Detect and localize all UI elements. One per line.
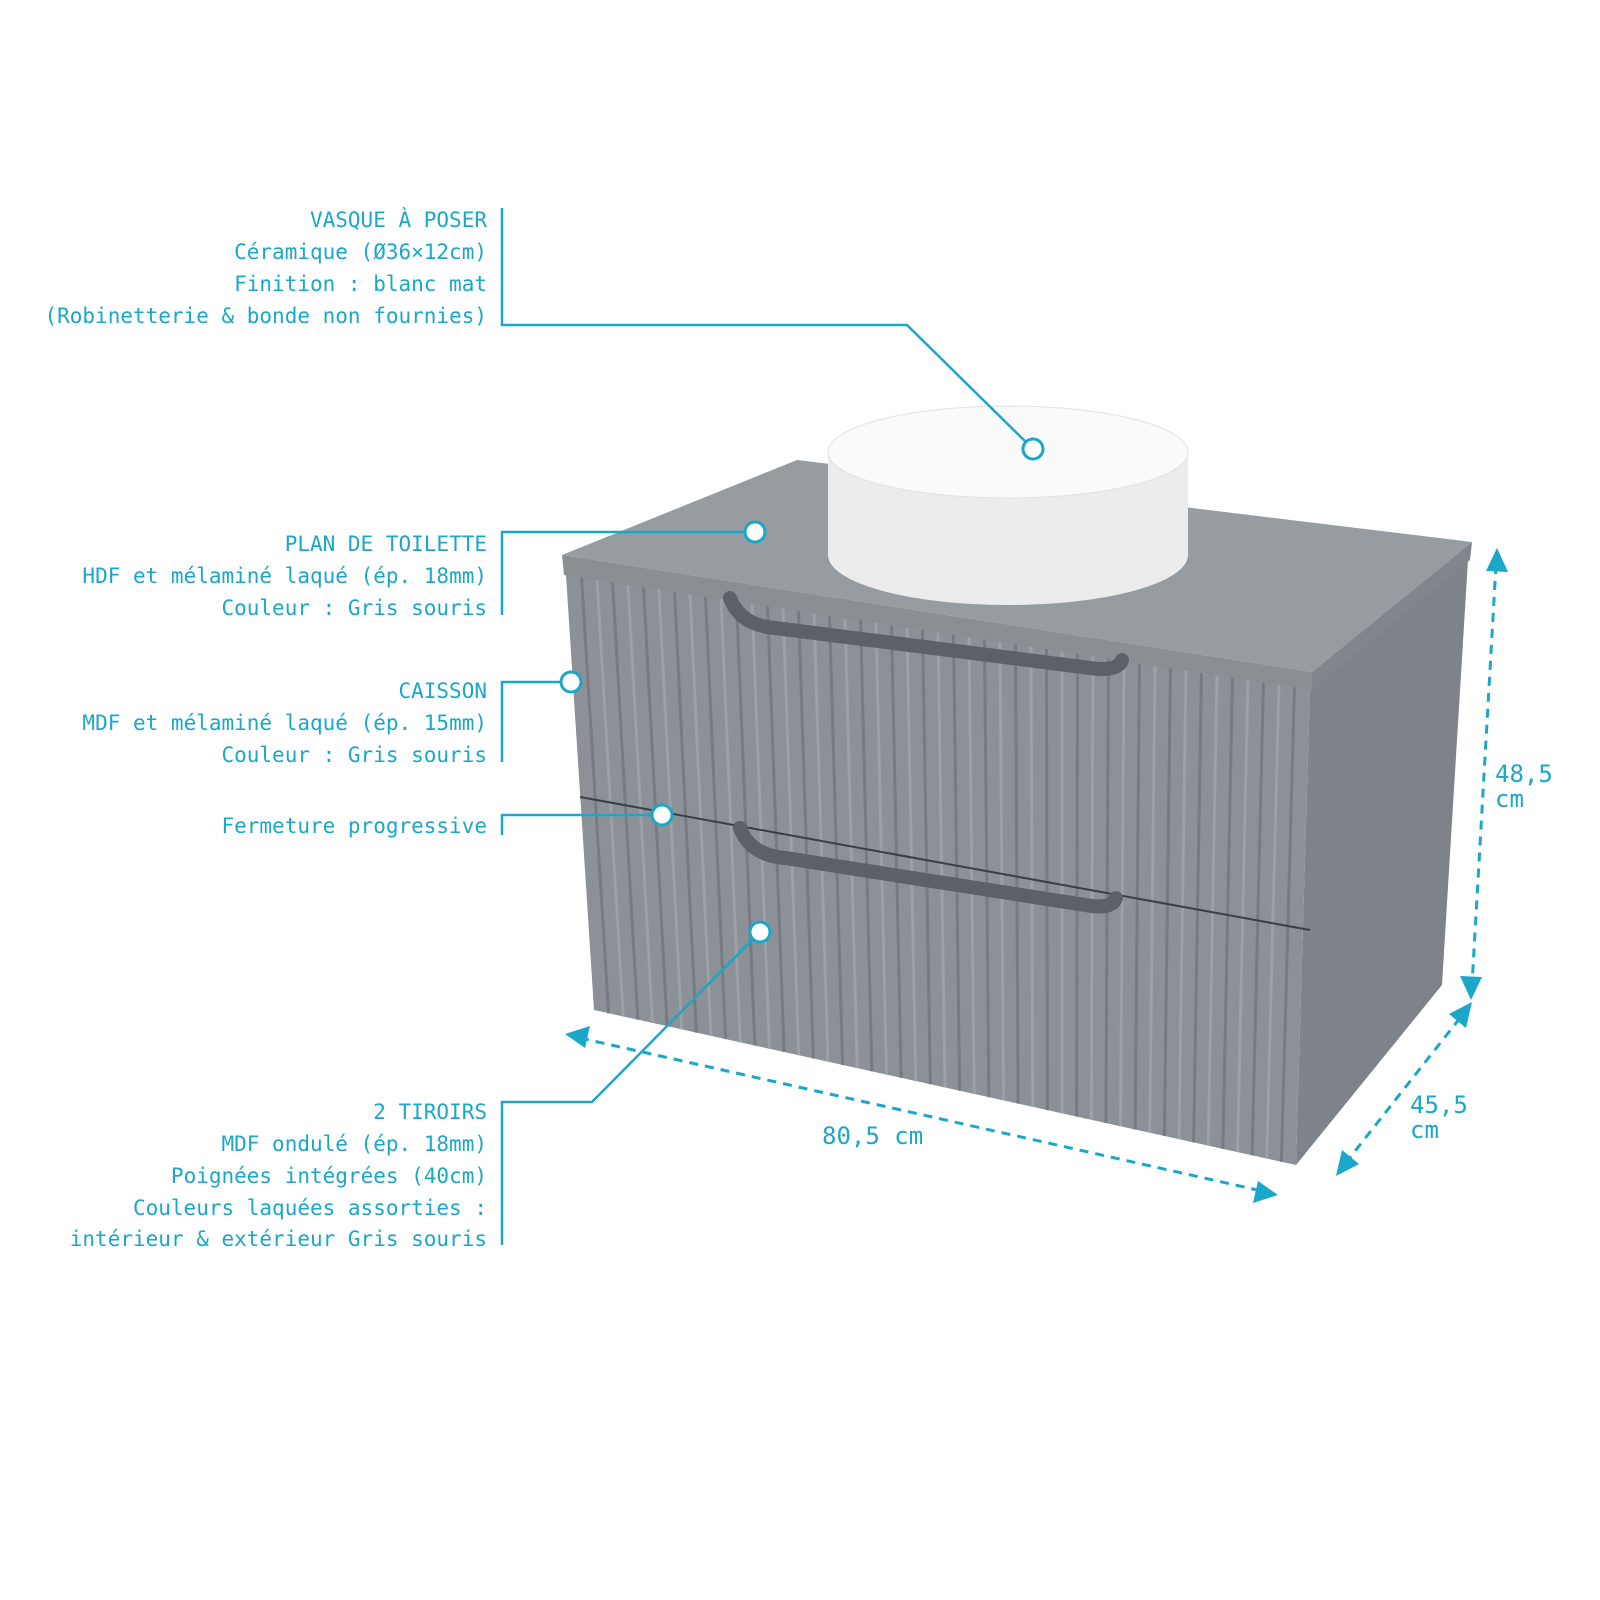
flute-groove [1045,647,1049,1111]
width-unit: cm [894,1122,923,1150]
flute-groove [812,612,830,1062]
bottom-drawer-handle [733,821,1123,914]
callout-line: Finition : blanc mat [234,272,487,296]
svg-text:80,5 cm: 80,5 cm [822,1122,923,1150]
flute-groove [936,631,947,1088]
flute-groove [905,626,918,1082]
flute-groove [983,638,991,1098]
flute-groove [828,614,845,1065]
flute-groove [1250,680,1265,1156]
flute-groove [797,610,815,1059]
arrow-down-icon [1460,976,1482,1000]
flute-groove [735,600,757,1046]
callout-line: Poignées intégrées (40cm) [171,1164,487,1188]
depth-value: 45,5 [1410,1091,1468,1119]
cabinet-side [1296,560,1468,1165]
arrow-up-right-icon [1449,1002,1472,1028]
callout-line: CAISSON [398,679,487,703]
flute-groove [1192,671,1203,1143]
cabinet [562,460,1472,1165]
depth-unit: cm [1410,1116,1439,1144]
width-value: 80,5 [822,1122,880,1150]
countertop-side-edge [1312,542,1472,690]
height-unit: cm [1495,785,1524,813]
flute-groove [766,605,786,1053]
callout-tiroirs: 2 TIROIRS MDF ondulé (ép. 18mm) Poignées… [70,1100,487,1251]
callout-plan: PLAN DE TOILETTE HDF et mélaminé laqué (… [82,532,487,620]
callout-line: Fermeture progressive [221,814,487,838]
callout-line: MDF et mélaminé laqué (ép. 15mm) [82,711,487,735]
flute-groove [998,640,1005,1101]
flute-groove [1119,659,1126,1127]
flute-groove [781,607,801,1056]
arrow-left-icon [565,1026,590,1048]
depth-dimension: 45,5 cm [1336,1002,1472,1176]
flute-groove [673,591,698,1033]
flute-groove [1177,669,1188,1140]
flute-groove [1029,645,1035,1107]
callout-fermeture: Fermeture progressive [221,814,487,838]
callout-line: VASQUE À POSER [310,207,487,232]
callout-line: 2 TIROIRS [373,1100,487,1124]
flute-groove [1236,678,1250,1153]
callout-lines [500,208,1045,1245]
flute-groove [1221,676,1234,1149]
flute-groove [859,619,874,1072]
plan-marker [743,520,767,544]
height-dimension: 48,5 cm [1460,548,1553,1000]
vasque-marker [1021,437,1045,461]
callout-caisson: CAISSON MDF et mélaminé laqué (ép. 15mm)… [82,679,487,767]
flute-groove [1279,685,1296,1162]
width-dimension: 80,5 cm [565,1026,1278,1203]
callout-line: MDF ondulé (ép. 18mm) [221,1132,487,1156]
flute-groove [952,633,962,1091]
arrow-down-left-icon [1336,1150,1359,1176]
flute-groove [1206,673,1219,1146]
basin [827,405,1189,605]
drawer-divider [579,796,1311,931]
fermeture-marker [650,803,674,827]
drawer-flutes [580,577,1296,1162]
flute-groove [843,617,859,1069]
callout-line: intérieur & extérieur Gris souris [70,1227,487,1251]
arrow-up-icon [1486,548,1508,572]
flute-groove [1265,683,1281,1159]
callout-line: Couleur : Gris souris [221,743,487,767]
flute-groove [874,622,888,1075]
flute-groove [1148,664,1157,1133]
callout-line: PLAN DE TOILETTE [285,532,487,556]
flute-groove [1014,643,1020,1104]
flute-groove [1104,657,1110,1124]
callout-line: HDF et mélaminé laqué (ép. 18mm) [82,564,487,588]
flute-groove [704,596,728,1040]
top-drawer-handle [723,591,1129,676]
flute-groove [890,624,903,1078]
callout-vasque: VASQUE À POSER Céramique (Ø36×12cm) Fini… [44,207,487,328]
flute-groove [967,636,976,1094]
callout-line: Couleurs laquées assorties : [133,1196,487,1220]
height-value: 48,5 [1495,760,1553,788]
flute-groove [580,577,611,1014]
flute-groove [1162,666,1172,1136]
tiroirs-marker [748,920,772,944]
flute-groove [750,603,771,1049]
flute-groove [921,629,932,1085]
flute-groove [626,584,654,1024]
callout-line: Couleur : Gris souris [221,596,487,620]
flute-groove [1089,655,1095,1120]
flute-groove [595,579,625,1017]
flute-groove [688,593,713,1036]
flute-groove [719,598,742,1043]
flute-groove [611,581,640,1020]
caisson-marker [559,670,583,694]
flute-groove [1133,662,1141,1130]
callout-line: Céramique (Ø36×12cm) [234,240,487,264]
arrow-right-icon [1253,1181,1278,1203]
flute-groove [1075,652,1079,1117]
callout-line: (Robinetterie & bonde non fournies) [44,304,487,328]
